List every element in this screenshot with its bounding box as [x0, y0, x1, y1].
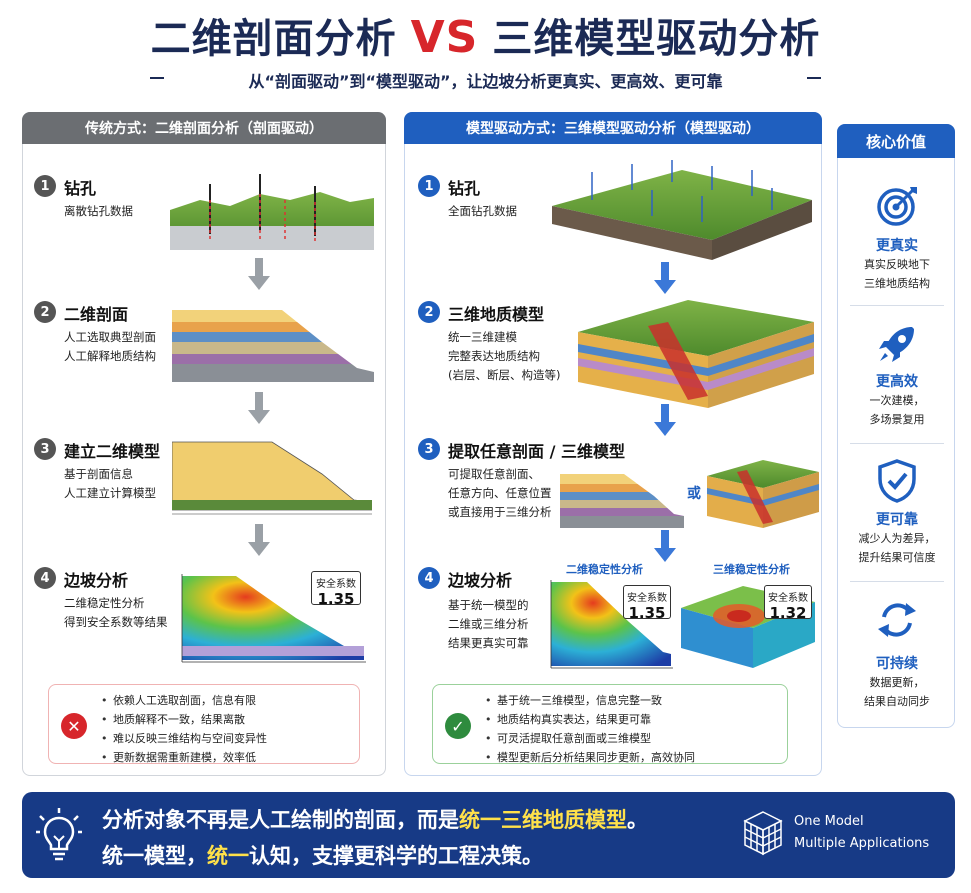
shield-check-icon [878, 459, 916, 503]
left-step-1-number: 1 [34, 175, 56, 197]
left-step-2-number: 2 [34, 301, 56, 323]
analysis-3d-label: 三维稳定性分析 [713, 563, 790, 576]
summary-banner: 分析对象不再是人工绘制的剖面，而是统一三维地质模型。 统一模型，统一认知，支撑更… [22, 792, 955, 878]
left-step-4-title: 边坡分析 [64, 571, 129, 590]
traditional-cons-box: ✕ 依赖人工选取剖面，信息有限 地质解释不一致，结果离散 难以反映三维结构与空间… [48, 684, 360, 767]
value-divider [850, 443, 944, 444]
check-icon: ✓ [445, 713, 471, 739]
3d-borehole-block-illustration [552, 160, 812, 260]
flow-arrow-down-icon [654, 404, 676, 442]
banner-english-line-1: One Model [794, 814, 864, 829]
right-step-1-title: 钻孔 [448, 179, 481, 198]
flow-arrow-down-icon [248, 258, 270, 296]
banner-english-line-2: Multiple Applications [794, 836, 930, 851]
title-left: 二维剖面分析 [150, 16, 397, 62]
con-item: 地质解释不一致，结果离散 [101, 710, 359, 729]
flow-arrow-down-icon [248, 392, 270, 430]
banner-line-1: 分析对象不再是人工绘制的剖面，而是统一三维地质模型。 [102, 808, 648, 832]
left-step-3-title: 建立二维模型 [64, 442, 161, 461]
traditional-panel-header: 传统方式：二维剖面分析（剖面驱动） [22, 112, 386, 144]
model-driven-panel-header: 模型驱动方式：三维模型驱动分析（模型驱动） [404, 112, 822, 144]
flow-arrow-down-icon [654, 530, 676, 568]
value-title-4: 可持续 [876, 656, 918, 672]
target-icon [877, 187, 917, 226]
flow-arrow-down-icon [654, 262, 676, 300]
page-subtitle: 从“剖面驱动”到“模型驱动”，让边坡分析更真实、更高效、更可靠 [248, 72, 723, 91]
value-divider [850, 305, 944, 306]
2d-section-illustration [172, 310, 374, 382]
left-step-1-title: 钻孔 [64, 179, 97, 198]
rocket-icon [879, 327, 914, 362]
value-desc-3: 减少人为差异，提升结果可信度 [858, 532, 936, 564]
borehole-terrain-illustration [170, 174, 374, 250]
left-step-3-desc: 基于剖面信息人工建立计算模型 [64, 467, 156, 500]
cube-icon [743, 811, 783, 856]
title-vs: VS [410, 12, 479, 63]
right-step-1-desc: 全面钻孔数据 [448, 204, 517, 218]
con-item: 依赖人工选取剖面，信息有限 [101, 691, 359, 710]
left-step-4-desc: 二维稳定性分析得到安全系数等结果 [64, 596, 168, 629]
value-divider [850, 581, 944, 582]
cycle-icon [878, 603, 916, 637]
value-title-3: 更可靠 [876, 512, 918, 528]
core-values-panel: 核心价值 更真实 真实反映地下三维地质结构 更高效 一次建模，多场景复用 更可靠… [837, 124, 955, 728]
2d-model-illustration [172, 441, 372, 515]
pro-item: 地质结构真实表达，结果更可靠 [485, 710, 787, 729]
left-stability-contour [181, 574, 366, 663]
right-step-4-title: 边坡分析 [448, 571, 513, 590]
lightbulb-icon [36, 808, 82, 861]
flow-arrow-down-icon [248, 524, 270, 562]
con-item: 更新数据需重新建模，效率低 [101, 748, 359, 767]
or-label: 或 [687, 486, 701, 502]
right-step-2-desc: 统一三维建模完整表达地质结构(岩层、断层、构造等) [448, 330, 561, 382]
value-title-1: 更真实 [876, 238, 918, 254]
left-step-4-number: 4 [34, 567, 56, 589]
right-step-1-number: 1 [418, 175, 440, 197]
value-desc-4: 数据更新，结果自动同步 [864, 676, 930, 708]
model-driven-pros-box: ✓ 基于统一三维模型，信息完整一致 地质结构真实表达，结果更可靠 可灵活提取任意… [432, 684, 788, 767]
cross-icon: ✕ [61, 713, 87, 739]
right-step-4-number: 4 [418, 567, 440, 589]
pro-item: 可灵活提取任意剖面或三维模型 [485, 729, 787, 748]
subtitle-rule [150, 77, 821, 79]
right-step-2-title: 三维地质模型 [448, 305, 545, 324]
core-values-header: 核心价值 [837, 124, 955, 158]
right-step-2-number: 2 [418, 301, 440, 323]
value-title-2: 更高效 [876, 374, 918, 390]
title-right: 三维模型驱动分析 [492, 16, 821, 62]
right-2d-stability-contour [550, 580, 673, 669]
left-step-2-title: 二维剖面 [64, 305, 129, 324]
left-step-1-desc: 离散钻孔数据 [64, 204, 133, 218]
value-desc-1: 真实反映地下三维地质结构 [864, 258, 930, 290]
banner-line-2: 统一模型，统一认知，支撑更科学的工程决策。 [102, 844, 543, 868]
page-title: 二维剖面分析 VS 三维模型驱动分析 [0, 6, 971, 64]
extracted-3d-block-illustration [707, 460, 819, 528]
con-item: 难以反映三维结构与空间变异性 [101, 729, 359, 748]
extracted-section-illustration [560, 474, 684, 528]
right-step-3-number: 3 [418, 438, 440, 460]
3d-geological-model-illustration [578, 300, 814, 408]
value-desc-2: 一次建模，多场景复用 [869, 394, 925, 426]
right-step-4-desc: 基于统一模型的二维或三维分析结果更真实可靠 [448, 598, 529, 650]
pro-item: 基于统一三维模型，信息完整一致 [485, 691, 787, 710]
left-step-2-desc: 人工选取典型剖面人工解释地质结构 [64, 330, 156, 363]
left-step-3-number: 3 [34, 438, 56, 460]
analysis-2d-label: 二维稳定性分析 [566, 563, 643, 576]
pro-item: 模型更新后分析结果同步更新，高效协同 [485, 748, 787, 767]
right-step-3-desc: 可提取任意剖面、任意方向、任意位置或直接用于三维分析 [448, 467, 552, 519]
right-step-3-title: 提取任意剖面 / 三维模型 [448, 442, 625, 461]
